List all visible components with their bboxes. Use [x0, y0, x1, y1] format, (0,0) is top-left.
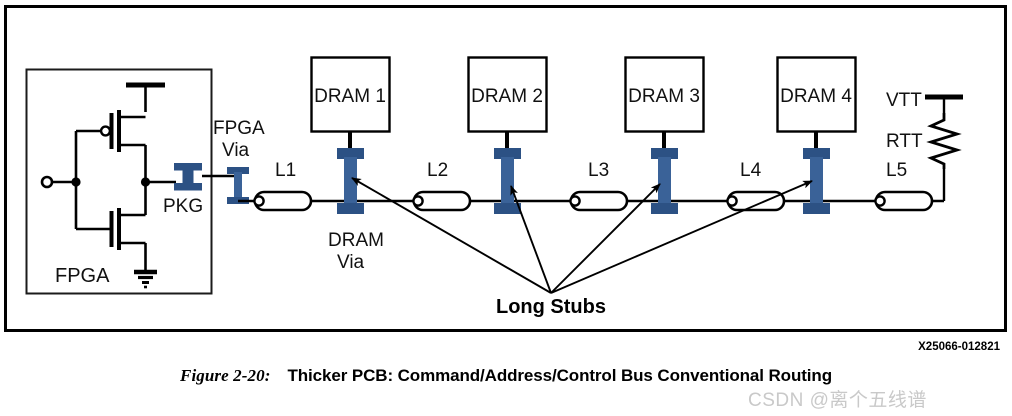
long-stubs-callout-label: Long Stubs	[496, 296, 606, 318]
rtt-label: RTT	[886, 131, 923, 152]
vtt-label: VTT	[886, 90, 922, 111]
tline-L4	[726, 190, 786, 212]
rtt-resistor-symbol	[926, 113, 962, 169]
figure-caption: Figure 2-20: Thicker PCB: Command/Addres…	[0, 366, 1012, 400]
dram-label-4: DRAM 4	[780, 86, 852, 107]
stub-arrow-2	[510, 185, 552, 294]
pmos-gate-bubble	[99, 125, 112, 137]
termination-network	[925, 94, 963, 201]
dram-label-2: DRAM 2	[471, 86, 543, 107]
dram-box-4	[776, 56, 857, 133]
trace-label-L3: L3	[588, 160, 609, 181]
package-via-symbol	[174, 163, 202, 191]
tline-L3	[569, 190, 629, 212]
diagram-text-labels: FPGA PKG FPGA Via DRAM 1 DRAM 2 DRAM 3 D…	[55, 86, 1001, 353]
dram-via-1	[337, 148, 364, 214]
csdn-watermark: CSDN @离个五线谱	[748, 390, 927, 411]
tline-L2	[412, 190, 472, 212]
stub-arrow-1	[351, 177, 552, 294]
dram-label-1: DRAM 1	[314, 86, 386, 107]
fpga-via-label-line2: Via	[222, 140, 250, 161]
trace-label-L4: L4	[740, 160, 762, 181]
trace-label-L5: L5	[886, 160, 907, 181]
dram-box-2	[467, 56, 548, 133]
trace-label-L1: L1	[275, 160, 296, 181]
tline-L5	[874, 190, 934, 212]
dram-via-label-line1: DRAM	[328, 230, 384, 251]
figure-number: Figure 2-20:	[180, 366, 271, 385]
input-junction-dot	[71, 177, 81, 187]
dram-via-4	[803, 148, 830, 214]
input-terminal	[40, 175, 54, 189]
dram-box-3	[624, 56, 705, 133]
fpga-via-label-line1: FPGA	[213, 118, 265, 139]
dram-via-3	[651, 148, 678, 214]
pkg-label: PKG	[163, 196, 203, 217]
dram-label-3: DRAM 3	[628, 86, 700, 107]
trace-label-L2: L2	[427, 160, 448, 181]
figure-title: Thicker PCB: Command/Address/Control Bus…	[287, 366, 832, 385]
stub-arrow-3	[550, 183, 661, 294]
fpga-driver-circuit	[40, 82, 176, 289]
dram-via-label-line2: Via	[337, 252, 365, 273]
document-reference-id: X25066-012821	[918, 341, 1000, 353]
tline-L1	[253, 190, 313, 212]
long-stubs-arrows	[351, 177, 813, 294]
fpga-block-label: FPGA	[55, 265, 110, 287]
stub-arrow-4	[550, 180, 813, 294]
ground-symbol	[134, 269, 157, 289]
